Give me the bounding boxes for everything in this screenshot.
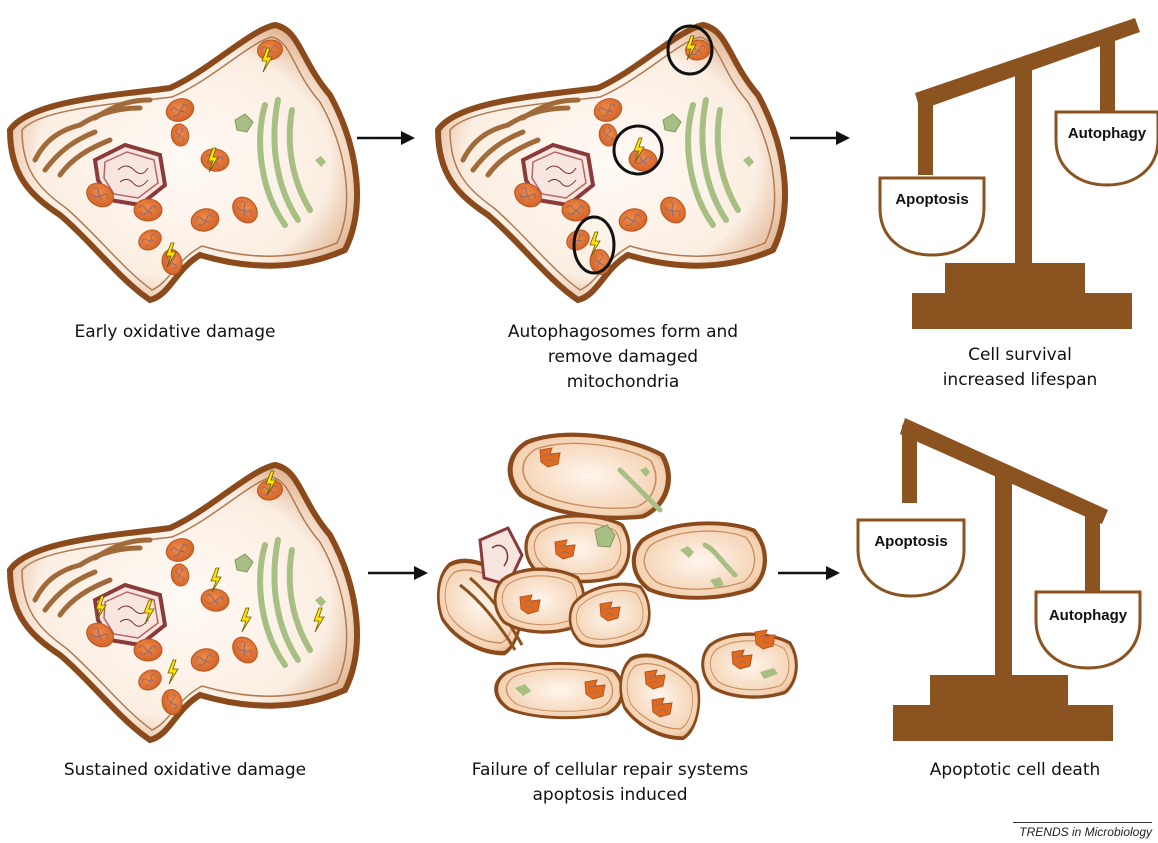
autophagy-pan [1056,112,1158,185]
autophagy-label: Autophagy [1068,125,1147,142]
caption-autophagosomes: Autophagosomes form and remove damaged m… [468,320,778,395]
sustained-damage-cell [10,465,357,740]
apoptosis-label: Apoptosis [874,533,947,550]
caption-apoptotic-death: Apoptotic cell death [890,758,1140,783]
autophagosome-cell [438,25,785,300]
caption-repair-failure: Failure of cellular repair systems apopt… [440,758,780,808]
arrow-icon [790,131,850,145]
autophagy-pan [1036,592,1140,668]
balance-scale-survival: Apoptosis Autophagy [880,18,1158,329]
caption-cell-survival: Cell survival increased lifespan [905,343,1135,393]
apoptosis-pan [880,178,984,255]
autophagy-label: Autophagy [1049,607,1128,624]
caption-sustained-damage: Sustained oxidative damage [40,758,330,783]
balance-scale-death: Apoptosis Autophagy [858,418,1140,741]
arrow-icon [357,131,415,145]
apoptotic-bodies-cluster [432,427,796,747]
arrow-icon [778,566,840,580]
arrow-icon [368,566,428,580]
caption-early-damage: Early oxidative damage [30,320,320,345]
apoptosis-pan [858,520,964,596]
early-damage-cell [10,25,357,300]
journal-footer: TRENDS in Microbiology [1013,822,1152,839]
apoptosis-label: Apoptosis [895,191,968,208]
